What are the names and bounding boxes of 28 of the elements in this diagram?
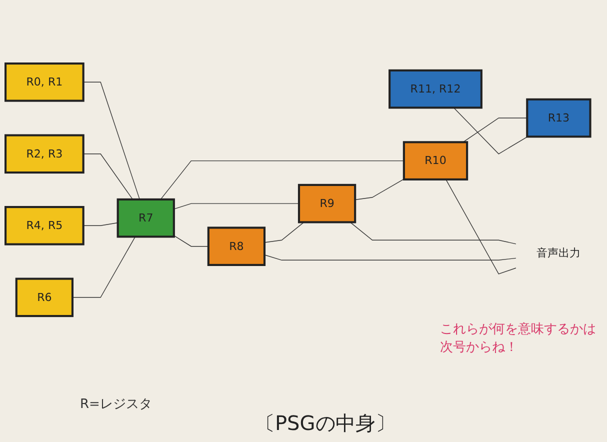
connector (354, 178, 404, 200)
connector (446, 179, 516, 275)
node-box: R6 (15, 278, 74, 318)
connector (72, 236, 136, 298)
connector (453, 108, 528, 155)
connector (462, 118, 528, 143)
connector (160, 160, 404, 200)
connector (174, 203, 300, 210)
note-text: これらが何を意味するかは次号からね！ (440, 321, 597, 356)
connector (264, 222, 304, 244)
node-box: R13 (526, 98, 592, 138)
node-box: R11, R12 (388, 70, 482, 109)
connector (350, 222, 516, 244)
node-text: 音声出力 (536, 246, 581, 260)
node-box: R7 (116, 198, 175, 238)
connector (82, 154, 134, 200)
connector (82, 222, 118, 226)
node-box: R2, R3 (4, 134, 84, 174)
connector (82, 82, 140, 200)
connector (264, 254, 516, 261)
note-text: R=レジスタ (80, 396, 152, 413)
node-box: R8 (207, 226, 266, 266)
node-box: R9 (298, 184, 356, 224)
node-box: R4, R5 (4, 206, 84, 246)
node-box: R0, R1 (4, 62, 84, 102)
caption: 〔PSGの中身〕 (255, 410, 396, 437)
node-box: R10 (402, 141, 468, 181)
connector (174, 235, 209, 247)
